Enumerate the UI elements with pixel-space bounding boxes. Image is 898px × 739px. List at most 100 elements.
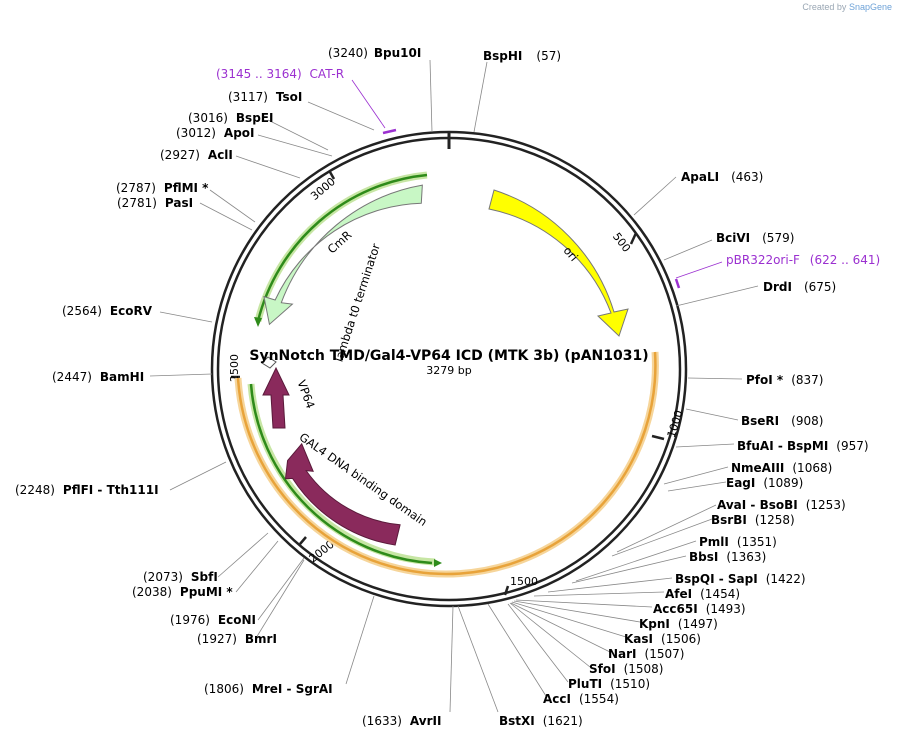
site-pflfi[interactable]: (2248) PflFI - Tth111I — [15, 483, 159, 497]
site-sbfi[interactable]: (2073) SbfI — [143, 570, 218, 584]
insert-region-arc — [236, 351, 657, 576]
site-bfuai[interactable]: BfuAI - BspMI(957) — [737, 439, 869, 453]
site-bseri[interactable]: BseRI (908) — [741, 414, 823, 428]
site-bfuai-pos: (957) — [836, 439, 868, 453]
site-nari-name: NarI — [608, 647, 637, 661]
site-bsphi[interactable]: BspHI(57) — [483, 49, 561, 63]
site-mrei[interactable]: (1806)MreI - SgrAI — [204, 682, 333, 696]
site-apali-pos: (463) — [731, 170, 763, 184]
cat-r-primer-arrow — [382, 128, 397, 135]
tick-2500: 2500 — [228, 354, 241, 382]
site-eagi-pos: (1089) — [763, 476, 803, 490]
site-acci[interactable]: AccI(1554) — [543, 692, 619, 706]
site-tsoi[interactable]: (3117)TsoI — [228, 90, 302, 104]
site-pmli[interactable]: PmlI(1351) — [699, 535, 777, 549]
site-econi[interactable]: (1976)EcoNI — [170, 613, 256, 627]
site-avrii[interactable]: (1633) AvrII — [362, 714, 441, 728]
site-pflfi-pos: (2248) — [15, 483, 55, 497]
site-pasi-name: PasI — [165, 196, 193, 210]
credit-prefix: Created by — [802, 2, 847, 12]
site-sbfi-name: SbfI — [191, 570, 218, 584]
site-bbsi-name: BbsI — [689, 550, 718, 564]
primer-label-pbr322ori-f[interactable]: pBR322ori-F (622 .. 641) — [726, 253, 880, 267]
site-leaders — [149, 59, 759, 713]
site-bamhi-name: BamHI — [100, 370, 144, 384]
site-sfoi[interactable]: SfoI(1508) — [589, 662, 663, 676]
site-afei[interactable]: AfeI(1454) — [665, 587, 740, 601]
cmr-arc-arrowhead — [254, 317, 262, 327]
site-ppumi-name: PpuMI * — [180, 585, 234, 599]
site-nmeaiii-pos: (1068) — [792, 461, 832, 475]
site-pluti[interactable]: PluTI (1510) — [568, 677, 650, 691]
site-acli[interactable]: (2927)AclI — [160, 148, 233, 162]
site-pasi-pos: (2781) — [117, 196, 157, 210]
site-avai-pos: (1253) — [806, 498, 846, 512]
site-bsrbi-name: BsrBI — [711, 513, 747, 527]
site-bpu10i[interactable]: (3240)Bpu10I — [328, 46, 421, 60]
plasmid-length: 3279 bp — [426, 364, 471, 377]
site-bamhi[interactable]: (2447) BamHI — [52, 370, 144, 384]
site-ecorv[interactable]: (2564)EcoRV — [62, 304, 153, 318]
site-ppumi[interactable]: (2038)PpuMI * — [132, 585, 233, 599]
site-pluti-pos: (1510) — [610, 677, 650, 691]
site-bcivi[interactable]: BciVI(579) — [716, 231, 794, 245]
site-avrii-name: AvrII — [410, 714, 442, 728]
site-bcivi-pos: (579) — [762, 231, 794, 245]
credit: Created by SnapGene — [802, 2, 892, 12]
site-avai[interactable]: AvaI - BsoBI (1253) — [717, 498, 846, 512]
site-bstxi-pos: (1621) — [543, 714, 583, 728]
primer-label-cat-r[interactable]: (3145 .. 3164) CAT-R — [216, 67, 344, 81]
site-kpni[interactable]: KpnI(1497) — [639, 617, 718, 631]
site-pasi[interactable]: (2781) PasI — [117, 196, 193, 210]
site-apoi-pos: (3012) — [176, 126, 216, 140]
site-bbsi[interactable]: BbsI(1363) — [689, 550, 766, 564]
site-eagi[interactable]: EagI(1089) — [726, 476, 803, 490]
site-pflmi[interactable]: (2787)PflMI * — [116, 181, 209, 195]
site-bsrbi[interactable]: BsrBI(1258) — [711, 513, 795, 527]
site-mrei-pos: (1806) — [204, 682, 244, 696]
site-acc65i[interactable]: Acc65I(1493) — [653, 602, 746, 616]
cds-arc-arrowhead — [434, 559, 442, 567]
site-bseri-name: BseRI — [741, 414, 779, 428]
site-sbfi-pos: (2073) — [143, 570, 183, 584]
site-bstxi[interactable]: BstXI(1621) — [499, 714, 583, 728]
site-drdi-pos: (675) — [804, 280, 836, 294]
site-bspqi[interactable]: BspQI - SapI(1422) — [675, 572, 806, 586]
site-kpni-pos: (1497) — [678, 617, 718, 631]
site-pluti-name: PluTI — [568, 677, 602, 691]
site-bmri-pos: (1927) — [197, 632, 237, 646]
site-afei-pos: (1454) — [700, 587, 740, 601]
site-kasi[interactable]: KasI(1506) — [624, 632, 701, 646]
site-avrii-pos: (1633) — [362, 714, 402, 728]
site-nmeaiii[interactable]: NmeAIII(1068) — [731, 461, 832, 475]
site-bmri[interactable]: (1927)BmrI — [197, 632, 277, 646]
lambda-t0-terminator-label: lambda t0 terminator — [332, 242, 384, 364]
tick-500: 500 — [610, 230, 633, 255]
site-bseri-pos: (908) — [791, 414, 823, 428]
site-kasi-name: KasI — [624, 632, 653, 646]
site-tsoi-pos: (3117) — [228, 90, 268, 104]
primer-name-pbr322ori-f: pBR322ori-F — [726, 253, 800, 267]
site-pmli-pos: (1351) — [737, 535, 777, 549]
site-avai-name: AvaI - BsoBI — [717, 498, 798, 512]
vp64-feature[interactable] — [262, 366, 290, 429]
ori-feature[interactable] — [488, 189, 629, 337]
site-drdi[interactable]: DrdI(675) — [763, 280, 836, 294]
site-apali[interactable]: ApaLI(463) — [681, 170, 763, 184]
site-sfoi-name: SfoI — [589, 662, 616, 676]
pbr322ori-f-primer-leader — [675, 261, 723, 279]
site-bspei[interactable]: (3016) BspEI — [188, 111, 273, 125]
primer-name-cat-r: CAT-R — [310, 67, 345, 81]
cmr-feature[interactable] — [259, 184, 430, 326]
site-nari[interactable]: NarI(1507) — [608, 647, 684, 661]
site-pfoi[interactable]: PfoI *(837) — [746, 373, 823, 387]
site-bspei-pos: (3016) — [188, 111, 228, 125]
site-apoi[interactable]: (3012)ApoI — [176, 126, 255, 140]
site-pflfi-name: PflFI - Tth111I — [63, 483, 159, 497]
lambda-t0-terminator-mark — [261, 356, 277, 369]
site-pfoi-pos: (837) — [791, 373, 823, 387]
gal4-dbd-feature[interactable] — [284, 439, 401, 551]
site-bspei-name: BspEI — [236, 111, 274, 125]
site-bamhi-pos: (2447) — [52, 370, 92, 384]
